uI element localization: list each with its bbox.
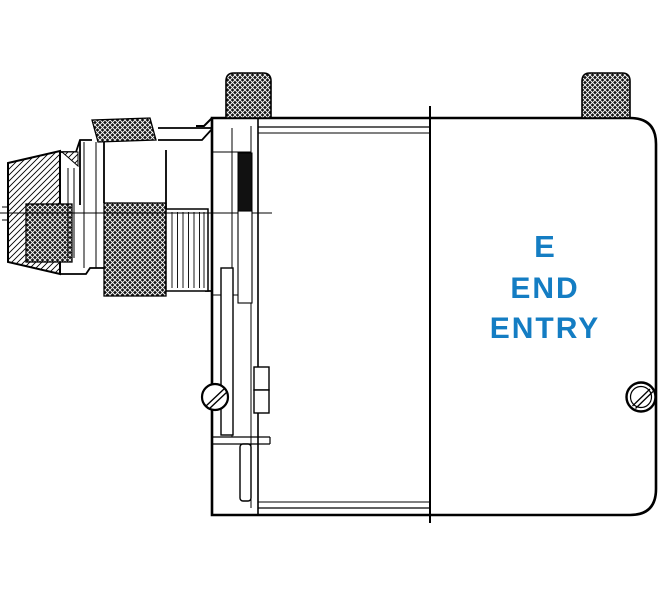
jackscrew-tip (239, 443, 252, 502)
knob-right-body (581, 72, 631, 119)
cover-screw-inner (629, 385, 653, 409)
jackscrew-knob-left (225, 72, 272, 119)
entry-label: E END ENTRY (490, 229, 601, 345)
thread-lines (171, 212, 205, 288)
jackscrew-head-slot (205, 388, 228, 410)
top-profile (60, 127, 213, 209)
knob-shaft-section (237, 152, 253, 212)
guide-block-upper (253, 366, 270, 391)
cover-screw-slot (632, 388, 654, 409)
jackscrew-knob-right (581, 72, 631, 119)
entry-label-line1: E (534, 229, 556, 264)
housing-outline (210, 116, 658, 517)
cover-screw (625, 381, 657, 413)
guide-block-lower (253, 389, 270, 414)
top-nut-band (91, 117, 157, 143)
backshell-housing (196, 106, 658, 523)
flange-jackscrew (200, 128, 271, 502)
entry-label-line3: ENTRY (490, 312, 601, 345)
plug-connector (0, 117, 272, 297)
knurl-band-large (103, 202, 167, 297)
housing-top-step (196, 117, 213, 127)
knob-shaft-lower (237, 210, 253, 304)
thread-section (165, 208, 209, 292)
knurl-band-small (25, 203, 73, 263)
entry-label-line2: END (510, 272, 579, 305)
jackscrew-shaft (220, 267, 234, 436)
thread-outline (165, 208, 209, 292)
clamp-wedge (60, 151, 79, 168)
knob-left-body (225, 72, 272, 119)
